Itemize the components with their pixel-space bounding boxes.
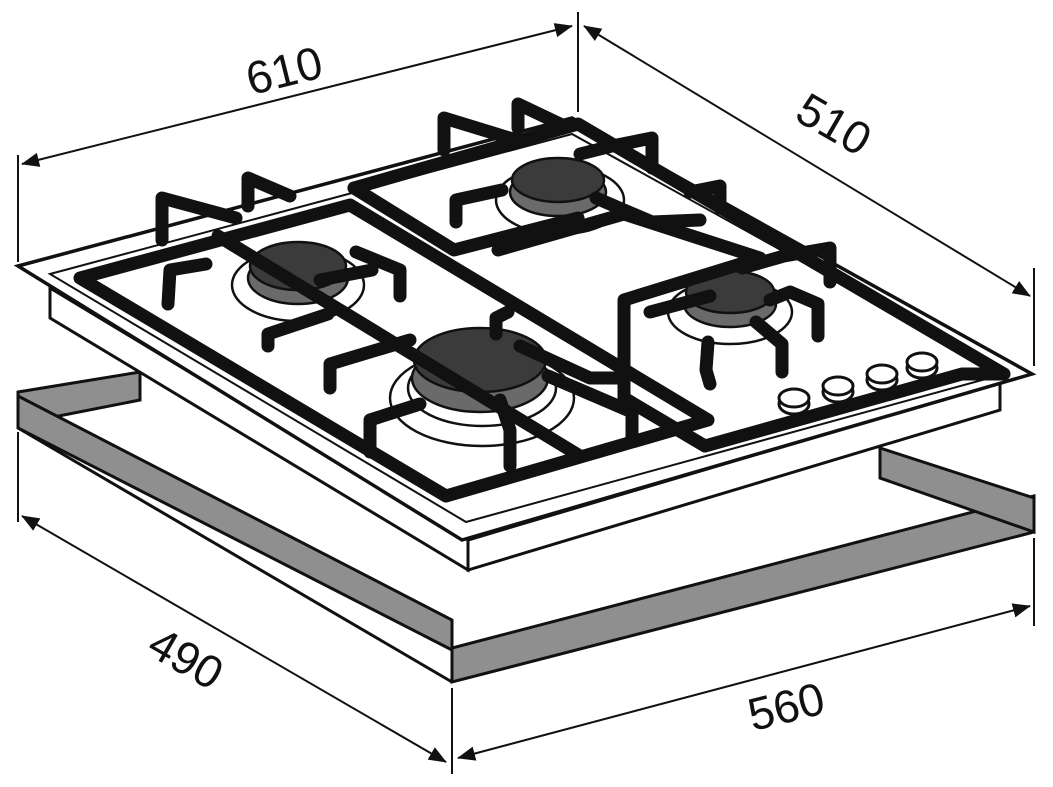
control-knob-3[interactable] [865,363,899,392]
grate-finger [643,289,717,319]
grate-finger [349,245,407,303]
grate-left-outline [73,198,715,503]
dimension-line-cutout-depth [21,515,447,763]
dimension-line-cutout-width [457,603,1031,761]
label-width-top: 610 [241,36,328,105]
control-knobs [777,351,939,416]
label-cutout-width: 560 [743,672,830,741]
grate-finger [241,171,297,213]
cutout-right-band [878,445,1036,535]
grate-finger [493,393,517,473]
dimension-line-depth-top [583,25,1031,297]
grate-finger [363,397,427,459]
control-knob-4[interactable] [905,351,939,380]
grate-finger [513,339,625,385]
grate-finger [313,263,379,287]
grate-finger [449,183,509,229]
grate-finger [323,333,417,395]
dimension-lines [17,12,1035,774]
grate-finger [699,335,717,391]
grate-finger [155,191,243,247]
grate-right-inner [347,181,585,257]
dimension-line-width-top [21,23,573,167]
grate-finger [261,307,335,353]
label-depth-top: 510 [788,82,880,165]
grate-finger [749,315,789,379]
grate-finger [489,305,515,341]
grate-finger [161,257,213,311]
grate-finger [511,97,567,135]
grate-finger [541,369,639,447]
control-knob-1[interactable] [777,387,811,416]
control-knob-2[interactable] [821,375,855,404]
